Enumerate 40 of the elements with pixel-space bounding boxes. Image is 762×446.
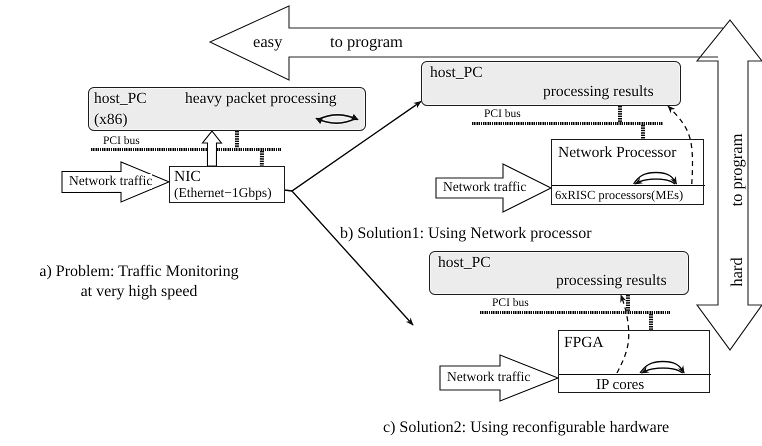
box-label: hard — [728, 257, 746, 287]
arrow — [640, 360, 685, 374]
block-arrow — [201, 130, 223, 167]
host-box — [421, 61, 681, 106]
box-title: 6xRISC processors(MEs) — [555, 189, 684, 203]
fpga-box — [558, 330, 710, 393]
box-title: host_PC — [94, 90, 147, 108]
box-title: FPGA — [564, 334, 604, 352]
box-label: to program — [330, 32, 403, 52]
arrow — [284, 189, 414, 326]
scale-arrow — [210, 6, 700, 80]
processor-box — [551, 139, 704, 205]
caption: a) Problem: Traffic Monitoring at very high speed — [38, 262, 240, 302]
box-title: host_PC — [430, 64, 483, 82]
host-box — [429, 251, 689, 295]
bus-label: PCI bus — [103, 135, 140, 148]
dashed-arrow — [667, 105, 694, 184]
box-label: processing results — [543, 83, 654, 100]
box-label: heavy packet processing — [185, 90, 336, 108]
bus-label: PCI bus — [492, 297, 529, 310]
arrow — [633, 172, 678, 185]
box-title: easy — [253, 32, 282, 52]
caption: c) Solution2: Using reconfigurable hardware — [383, 418, 670, 438]
arrow — [640, 366, 684, 374]
box-label: (Ethernet−1Gbps) — [174, 186, 272, 201]
nic-box — [169, 166, 285, 203]
edge-label: Network traffic — [69, 174, 152, 189]
scale-arrow — [697, 20, 762, 350]
box-title: Network Processor — [558, 144, 676, 162]
dashed-arrow — [616, 294, 630, 374]
caption: b) Solution1: Using Network processor — [340, 224, 592, 244]
box-label: (x86) — [94, 111, 128, 128]
box-label: processing results — [556, 272, 667, 290]
arrow — [634, 178, 676, 185]
box-title: IP cores — [596, 377, 644, 394]
box-title: host_PC — [438, 254, 491, 272]
host-box — [88, 87, 366, 131]
bus-label: PCI bus — [484, 108, 521, 121]
box-title: NIC — [174, 168, 201, 186]
box-title: to program — [728, 134, 746, 206]
